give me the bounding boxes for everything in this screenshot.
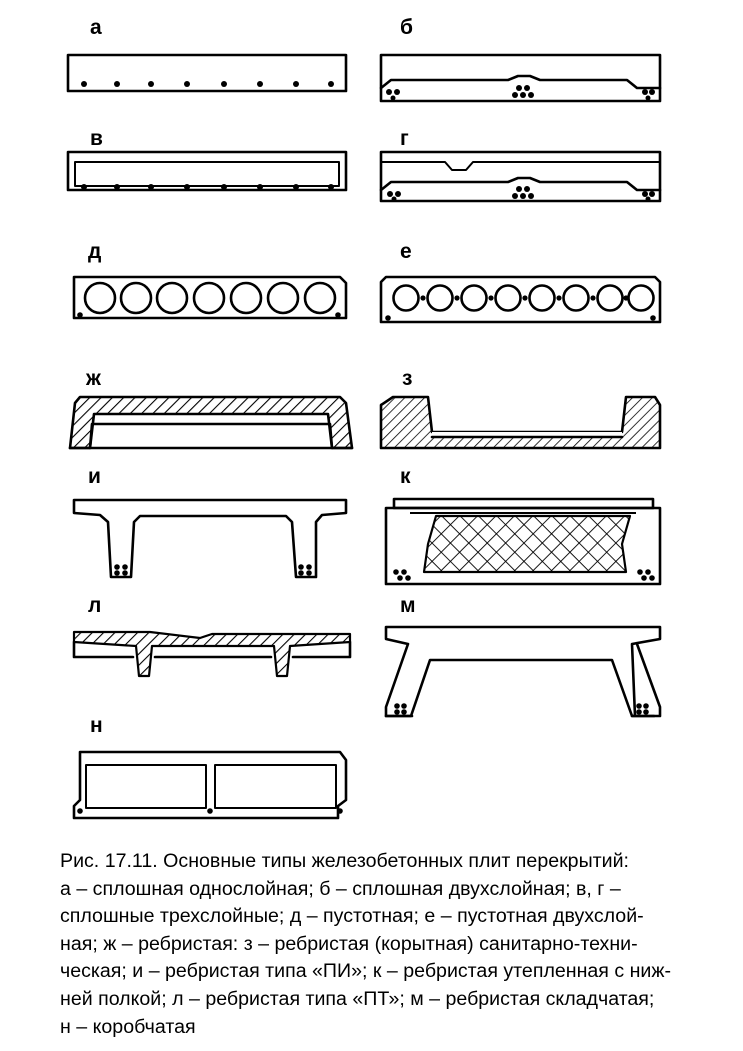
- label-z: з: [402, 367, 412, 390]
- slab-n: н: [72, 714, 348, 820]
- slab-g: г: [379, 127, 662, 203]
- slab-d: д: [72, 240, 348, 320]
- slab-i: и: [72, 465, 348, 579]
- caption-line-3: сплошные трехслойные; д – пустотная; е –…: [60, 905, 644, 928]
- caption-line-2: а – сплошная однослойная; б – сплошная д…: [60, 877, 621, 900]
- label-k: к: [400, 465, 411, 488]
- label-e: е: [400, 240, 412, 263]
- caption-line-4: ная; ж – ребристая: з – ребристая (корыт…: [60, 932, 638, 955]
- label-d: д: [88, 240, 101, 263]
- label-zh: ж: [85, 367, 102, 390]
- label-g: г: [400, 127, 409, 150]
- slab-zh: ж: [68, 367, 354, 450]
- label-b: б: [400, 16, 413, 39]
- caption-line-1: Рис. 17.11. Основные типы железобетонных…: [60, 850, 629, 872]
- slab-v: в: [66, 127, 348, 192]
- caption-line-5: ческая; и – ребристая типа «ПИ»; к – реб…: [60, 960, 672, 983]
- label-l: л: [88, 594, 101, 617]
- label-a: а: [90, 16, 102, 39]
- slab-l: л: [72, 594, 352, 678]
- slab-b: б: [379, 16, 662, 103]
- slab-e: е: [379, 240, 662, 324]
- slab-a: а: [66, 16, 348, 93]
- caption-line-6: ней полкой; л – ребристая типа «ПТ»; м –…: [60, 987, 655, 1010]
- label-i: и: [88, 465, 101, 488]
- slab-z: з: [379, 367, 662, 450]
- figure-caption: Рис. 17.11. Основные типы железобетонных…: [60, 848, 732, 1041]
- slab-m: м: [384, 594, 662, 718]
- label-v: в: [90, 127, 103, 150]
- caption-line-7: н – коробчатая: [60, 1015, 196, 1038]
- label-n: н: [90, 714, 103, 737]
- slab-k: к: [384, 465, 662, 586]
- label-m: м: [400, 594, 416, 617]
